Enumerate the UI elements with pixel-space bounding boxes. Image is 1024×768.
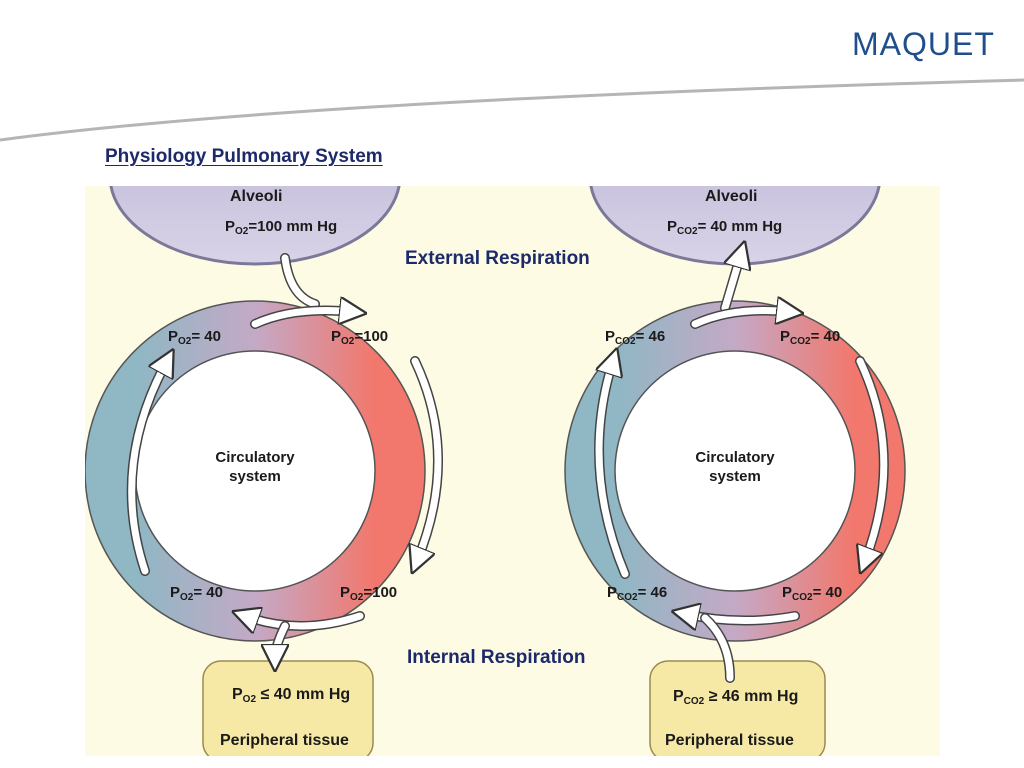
right-alveoli-pressure: PCO2= 40 mm Hg [667,218,783,237]
header-divider-line [0,78,1024,142]
left-top-left-label: PO2= 40 [168,328,221,347]
maquet-logo: MAQUET [852,26,995,62]
left-circulation-ring [85,300,426,642]
right-alveoli-title: Alveoli [705,188,758,205]
left-flow-arrows [126,253,443,658]
right-tissue-label: Peripheral tissue [665,732,794,749]
page-title: Physiology Pulmonary System [105,146,383,167]
respiration-diagram: Alveoli PO2=100 mm Hg PO2= 40 PO2=100 PO… [85,186,940,756]
left-bottom-left-label: PO2= 40 [170,584,223,603]
left-top-right-label: PO2=100 [331,328,389,347]
left-bottom-right-label: PO2=100 [340,584,398,603]
left-alveoli-pressure: PO2=100 mm Hg [225,218,338,237]
right-bottom-right-label: PCO2= 40 [782,584,843,603]
right-tissue-pressure: PCO2 ≥ 46 mm Hg [673,688,799,707]
right-bottom-left-label: PCO2= 46 [607,584,668,603]
diagram-graphics [85,186,906,756]
left-tissue-pressure: PO2 ≤ 40 mm Hg [232,686,351,705]
right-top-right-label: PCO2= 40 [780,328,841,347]
internal-respiration-label: Internal Respiration [407,647,586,668]
left-tissue-label: Peripheral tissue [220,732,349,749]
right-circulation-ring [564,300,906,642]
right-top-left-label: PCO2= 46 [605,328,666,347]
left-alveoli [109,186,401,266]
external-respiration-label: External Respiration [405,248,590,269]
right-tissue-box [649,660,826,756]
right-flow-arrows [594,254,889,683]
left-alveoli-title: Alveoli [230,188,283,205]
